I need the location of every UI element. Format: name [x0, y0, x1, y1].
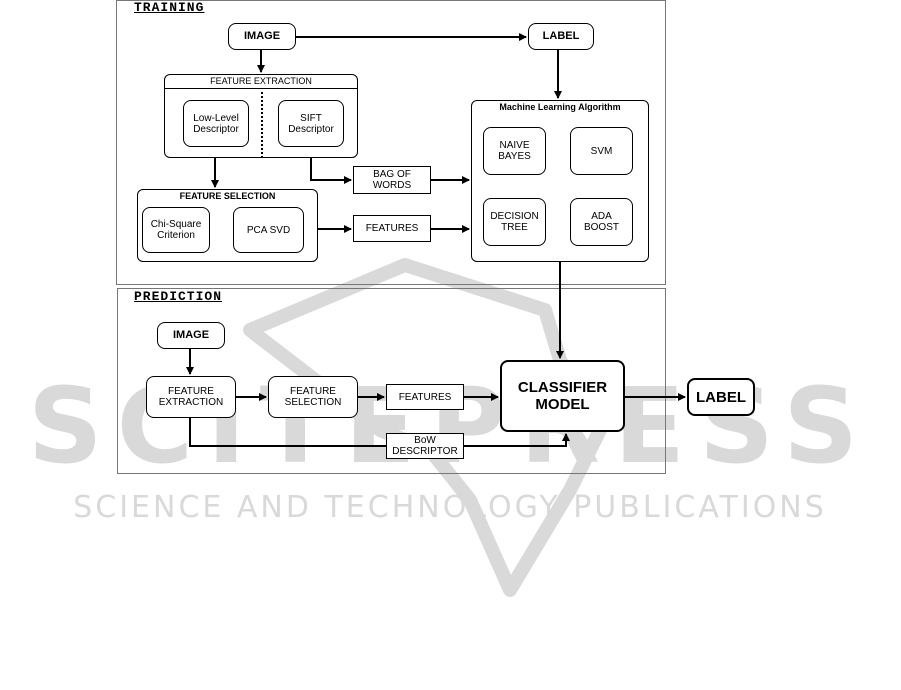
bow-to-classifier-arrow: [464, 433, 570, 447]
prediction-label-box: LABEL: [687, 378, 755, 416]
pca-svd-box: PCA SVD: [233, 207, 304, 253]
sift-to-bow-arrow: [310, 158, 352, 184]
feature-extraction-title: FEATURE EXTRACTION: [165, 75, 357, 89]
training-label-box: LABEL: [528, 23, 594, 50]
training-features-box: FEATURES: [353, 215, 431, 242]
chi-square-box: Chi-Square Criterion: [142, 207, 210, 253]
prediction-title: PREDICTION: [134, 289, 223, 304]
prediction-frame: [117, 288, 666, 474]
decision-tree-box: DECISION TREE: [483, 198, 546, 246]
extraction-divider: [261, 92, 263, 158]
training-image-box: IMAGE: [228, 23, 296, 50]
ada-boost-box: ADA BOOST: [570, 198, 633, 246]
prediction-feature-extraction-box: FEATURE EXTRACTION: [146, 376, 236, 418]
prediction-features-box: FEATURES: [386, 384, 464, 410]
training-title: TRAINING: [134, 0, 205, 15]
bow-descriptor-box: BoW DESCRIPTOR: [386, 433, 464, 459]
prediction-image-box: IMAGE: [157, 322, 225, 349]
sift-descriptor-box: SIFT Descriptor: [278, 100, 344, 147]
naive-bayes-box: NAIVE BAYES: [483, 127, 546, 175]
training-frame: [116, 0, 666, 285]
classifier-model-box: CLASSIFIER MODEL: [500, 360, 625, 432]
low-level-descriptor-box: Low-Level Descriptor: [183, 100, 249, 147]
watermark-small-text: SCIENCE AND TECHNOLOGY PUBLICATIONS: [73, 490, 827, 525]
ml-algorithm-title: Machine Learning Algorithm: [499, 102, 621, 112]
prediction-feature-selection-box: FEATURE SELECTION: [268, 376, 358, 418]
feature-selection-title: FEATURE SELECTION: [179, 191, 276, 201]
svm-box: SVM: [570, 127, 633, 175]
extraction-to-bow-line: [189, 418, 386, 447]
bag-of-words-box: BAG OF WORDS: [353, 166, 431, 194]
